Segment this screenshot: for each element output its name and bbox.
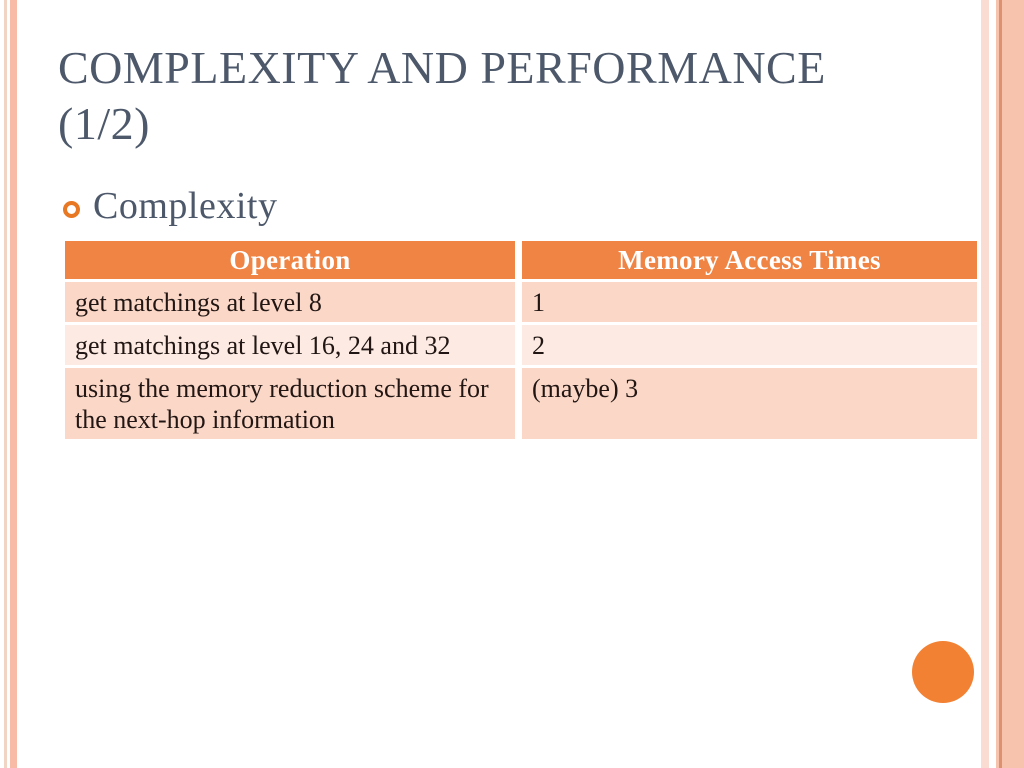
- table-row-3-operation: using the memory reduction scheme for th…: [65, 368, 515, 439]
- slide-title-line-2: (1/2): [58, 98, 150, 149]
- left-border-thin-stripe: [4, 0, 7, 768]
- complexity-table: Operation Memory Access Times get matchi…: [65, 241, 977, 439]
- right-border-dark-line: [999, 0, 1002, 768]
- slide-title: COMPLEXITY AND PERFORMANCE (1/2): [58, 40, 938, 152]
- accent-circle: [912, 641, 974, 703]
- table-header-operation: Operation: [65, 241, 515, 279]
- slide-title-line-1: COMPLEXITY AND PERFORMANCE: [58, 42, 826, 93]
- table-row-2-memory-access-times: 2: [522, 325, 977, 365]
- bullet-item: Complexity: [63, 184, 277, 228]
- right-border-thin-stripe: [981, 0, 989, 768]
- table-row-2-operation: get matchings at level 16, 24 and 32: [65, 325, 515, 365]
- table-row-1-memory-access-times: 1: [522, 282, 977, 322]
- left-border-main-stripe: [10, 0, 17, 768]
- table-header-memory-access-times: Memory Access Times: [522, 241, 977, 279]
- ring-bullet-icon: [63, 200, 80, 218]
- table-row-1-operation: get matchings at level 8: [65, 282, 515, 322]
- bullet-label: Complexity: [93, 185, 278, 227]
- table-row-3-memory-access-times: (maybe) 3: [522, 368, 977, 439]
